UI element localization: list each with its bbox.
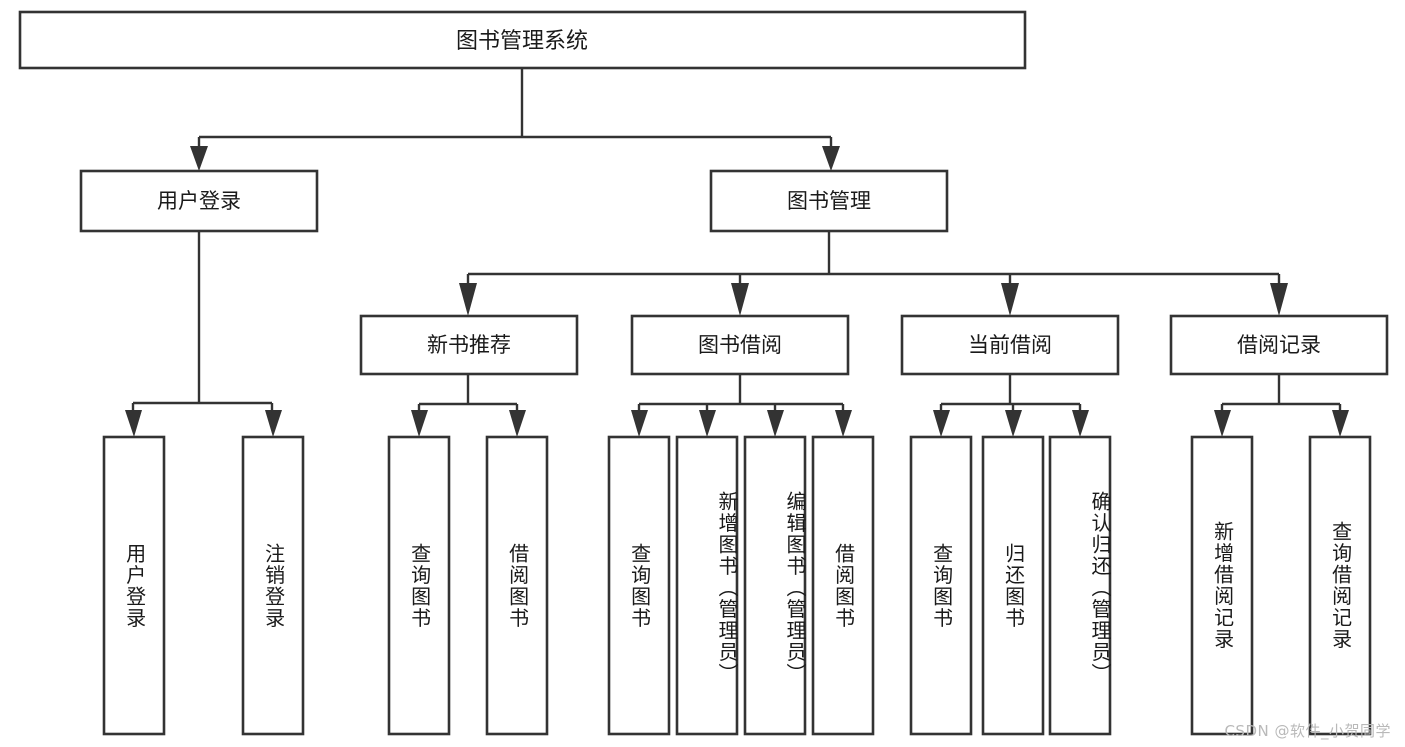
arrow-to-leaf-borrow-book [835,410,852,437]
node-root-label: 图书管理系统 [456,29,588,54]
node-new-book-recommend-box[interactable] [359,314,579,376]
node-leaf-borrow-book-box[interactable] [811,435,875,736]
arrow-to-leaf-user-login [125,410,142,437]
node-book-borrow-box[interactable] [630,314,850,376]
arrow-to-leaf-add-book-admin [699,410,716,437]
arrow-to-leaf-add-borrow-record [1214,410,1231,437]
node-leaf-borrow-book-rec-box[interactable] [485,435,549,736]
node-book-management-label: 图书管理 [787,189,871,213]
node-new-book-recommend[interactable]: 新书推荐 [359,314,579,376]
connector-root-to-bus [197,68,833,152]
node-book-management-box[interactable] [709,169,949,233]
connector-new-book-recommend-to-bus [417,374,519,414]
arrow-to-leaf-query-borrow-record [1332,410,1349,437]
node-leaf-query-borrow-record-box[interactable] [1308,435,1372,736]
node-user-login[interactable]: 用户登录 [79,169,319,233]
node-borrow-record-label: 借阅记录 [1237,333,1321,357]
arrow-to-leaf-logout [265,410,282,437]
node-leaf-return-book-box[interactable] [981,435,1045,736]
arrow-to-book-borrow [731,283,749,316]
node-leaf-query-book-box[interactable] [607,435,671,736]
connector-user-login-to-bus [131,231,274,414]
arrow-to-leaf-borrow-book-rec [509,410,526,437]
arrow-to-current-borrow [1001,283,1019,316]
node-book-management[interactable]: 图书管理 [709,169,949,233]
connector-layer [125,68,1349,437]
node-leaf-add-book-admin-box[interactable] [675,435,739,736]
csdn-watermark: CSDN @软件_小贺同学 [1224,722,1391,740]
arrow-to-leaf-query-book [631,410,648,437]
arrow-to-leaf-edit-book-admin [767,410,784,437]
node-book-borrow-label: 图书借阅 [698,333,782,357]
node-user-login-box[interactable] [79,169,319,233]
node-root-box[interactable] [18,10,1027,70]
node-leaf-add-borrow-record-box[interactable] [1190,435,1254,736]
node-leaf-query-book-cur-box[interactable] [909,435,973,736]
arrow-to-book-management [822,146,840,171]
node-root[interactable]: 图书管理系统 [18,10,1027,70]
arrow-to-new-book-recommend [459,283,477,316]
node-new-book-recommend-label: 新书推荐 [427,333,511,357]
arrow-to-leaf-confirm-return-admin [1072,410,1089,437]
node-leaf-confirm-return-admin-box[interactable] [1048,435,1112,736]
arrow-to-leaf-query-book-cur [933,410,950,437]
node-current-borrow-label: 当前借阅 [968,333,1052,357]
node-leaf-logout-box[interactable] [241,435,305,736]
arrow-to-user-login [190,146,208,171]
arrow-to-borrow-record [1270,283,1288,316]
node-layer: 图书管理系统 用户登录 图书管理 新书推荐 图书借阅 当前 [18,10,1389,736]
node-leaf-query-book-rec-box[interactable] [387,435,451,736]
arrow-to-leaf-query-book-rec [411,410,428,437]
leaf-box-layer [102,435,1372,736]
connector-book-borrow-to-bus [637,374,845,414]
node-leaf-user-login-box[interactable] [102,435,166,736]
node-leaf-edit-book-admin-box[interactable] [743,435,807,736]
node-book-borrow[interactable]: 图书借阅 [630,314,850,376]
node-current-borrow-box[interactable] [900,314,1120,376]
node-borrow-record-box[interactable] [1169,314,1389,376]
connector-current-borrow-to-bus [939,374,1082,414]
node-borrow-record[interactable]: 借阅记录 [1169,314,1389,376]
node-user-login-label: 用户登录 [157,189,241,213]
connector-borrow-record-to-bus [1220,374,1342,414]
arrow-to-leaf-return-book [1005,410,1022,437]
node-current-borrow[interactable]: 当前借阅 [900,314,1120,376]
connector-book-management-to-bus [466,231,1281,288]
